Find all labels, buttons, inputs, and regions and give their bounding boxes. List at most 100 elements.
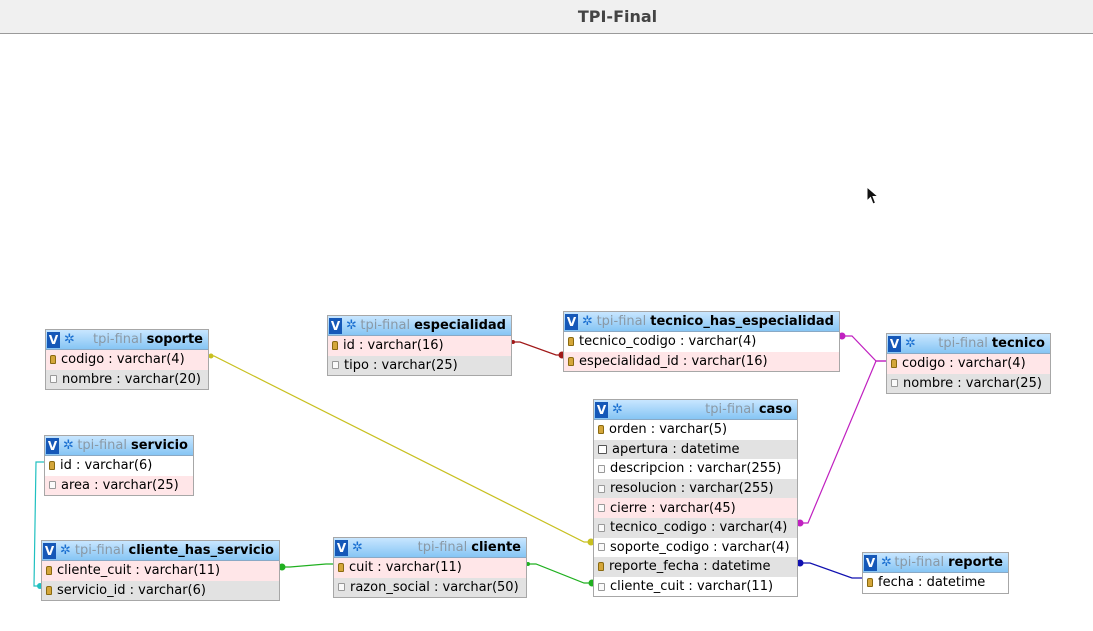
relation-end-dot [526, 562, 530, 566]
table-name: cliente [471, 540, 521, 555]
gear-icon[interactable]: ✲ [63, 438, 74, 453]
gear-icon[interactable]: ✲ [905, 336, 916, 351]
table-column[interactable]: nombre : varchar(25) [887, 373, 1050, 394]
toggle-visibility-button[interactable]: V [595, 401, 608, 418]
toggle-visibility-button[interactable]: V [46, 437, 59, 454]
relation-cliente-caso[interactable] [527, 563, 592, 584]
table-column[interactable]: id : varchar(6) [45, 456, 193, 476]
toggle-visibility-button[interactable]: V [47, 331, 60, 348]
table-column[interactable]: fecha : datetime [863, 573, 1008, 593]
toggle-visibility-button[interactable]: V [864, 554, 877, 571]
column-label: fecha : datetime [878, 575, 986, 591]
table-column[interactable]: cliente_cuit : varchar(11) [42, 561, 279, 581]
table-column[interactable]: tipo : varchar(25) [328, 355, 511, 376]
calendar-icon [598, 444, 607, 454]
toggle-visibility-button[interactable]: V [888, 335, 901, 352]
table-column[interactable]: cierre : varchar(45) [594, 498, 797, 518]
toggle-visibility-button[interactable]: V [565, 313, 578, 330]
table-name: caso [758, 402, 792, 417]
table-db: tpi-final [92, 332, 143, 347]
table-column[interactable]: soporte_codigo : varchar(4) [594, 537, 797, 558]
table-db: tpi-final [938, 336, 988, 351]
relation-end-dot [208, 353, 214, 359]
gear-icon[interactable]: ✲ [60, 543, 71, 558]
table-column[interactable]: reporte_fecha : datetime [594, 557, 797, 577]
table-column[interactable]: tecnico_codigo : varchar(4) [564, 332, 839, 352]
table-column[interactable]: id : varchar(16) [328, 336, 511, 356]
column-label: resolucion : varchar(255) [610, 481, 774, 497]
key-icon [46, 585, 52, 595]
gear-icon[interactable]: ✲ [352, 540, 363, 555]
column-label: razon_social : varchar(50) [350, 579, 519, 595]
table-column[interactable]: especialidad_id : varchar(16) [564, 351, 839, 372]
relation-end-dot [511, 340, 515, 344]
field-icon [598, 464, 605, 473]
gear-icon[interactable]: ✲ [346, 318, 357, 333]
field-icon [332, 361, 339, 370]
table-name: tecnico [991, 336, 1045, 351]
key-icon [50, 355, 56, 365]
relation-soporte-caso[interactable] [209, 355, 591, 543]
toggle-visibility-button[interactable]: V [329, 317, 342, 334]
key-icon [568, 337, 574, 347]
column-label: cierre : varchar(45) [610, 500, 736, 516]
relation-reporte-caso[interactable] [800, 562, 862, 579]
column-label: cuit : varchar(11) [349, 560, 462, 576]
table-column[interactable]: cuit : varchar(11) [334, 558, 526, 578]
table-column[interactable]: razon_social : varchar(50) [334, 577, 526, 598]
table-column[interactable]: resolucion : varchar(255) [594, 478, 797, 499]
toggle-visibility-button[interactable]: V [43, 542, 56, 559]
gear-icon[interactable]: ✲ [612, 402, 623, 417]
relation-cliente-chs[interactable] [280, 563, 335, 568]
table-name: reporte [948, 555, 1003, 570]
relation-tecnico-caso[interactable] [799, 360, 886, 524]
column-label: cliente_cuit : varchar(11) [610, 579, 774, 595]
column-label: id : varchar(16) [343, 338, 444, 354]
relation-especialidad-the[interactable] [511, 341, 563, 356]
table-db: tpi-final [77, 438, 127, 453]
key-icon [598, 425, 604, 435]
table-column[interactable]: area : varchar(25) [45, 475, 193, 496]
table-column[interactable]: codigo : varchar(4) [46, 350, 208, 370]
key-icon [338, 563, 344, 573]
table-column[interactable]: codigo : varchar(4) [887, 354, 1050, 374]
table-column[interactable]: descripcion : varchar(255) [594, 459, 797, 479]
field-icon [598, 523, 605, 532]
designer-title-bar: TPI-Final [0, 0, 1093, 34]
table-db: tpi-final [417, 540, 468, 555]
table-column[interactable]: nombre : varchar(20) [46, 369, 208, 390]
gear-icon[interactable]: ✲ [64, 332, 75, 347]
key-icon [568, 356, 574, 366]
table-column[interactable]: cliente_cuit : varchar(11) [594, 576, 797, 597]
column-label: reporte_fecha : datetime [609, 559, 771, 575]
table-column[interactable]: tecnico_codigo : varchar(4) [594, 517, 797, 538]
toggle-visibility-button[interactable]: V [335, 539, 348, 556]
gear-icon[interactable]: ✲ [582, 314, 593, 329]
gear-icon[interactable]: ✲ [881, 555, 892, 570]
relation-tecnico-the[interactable] [842, 335, 886, 362]
table-column[interactable]: orden : varchar(5) [594, 420, 797, 440]
table-column[interactable]: apertura : datetime [594, 439, 797, 460]
table-column[interactable]: servicio_id : varchar(6) [42, 580, 279, 601]
column-label: orden : varchar(5) [609, 422, 728, 438]
table-db: tpi-final [74, 543, 125, 558]
